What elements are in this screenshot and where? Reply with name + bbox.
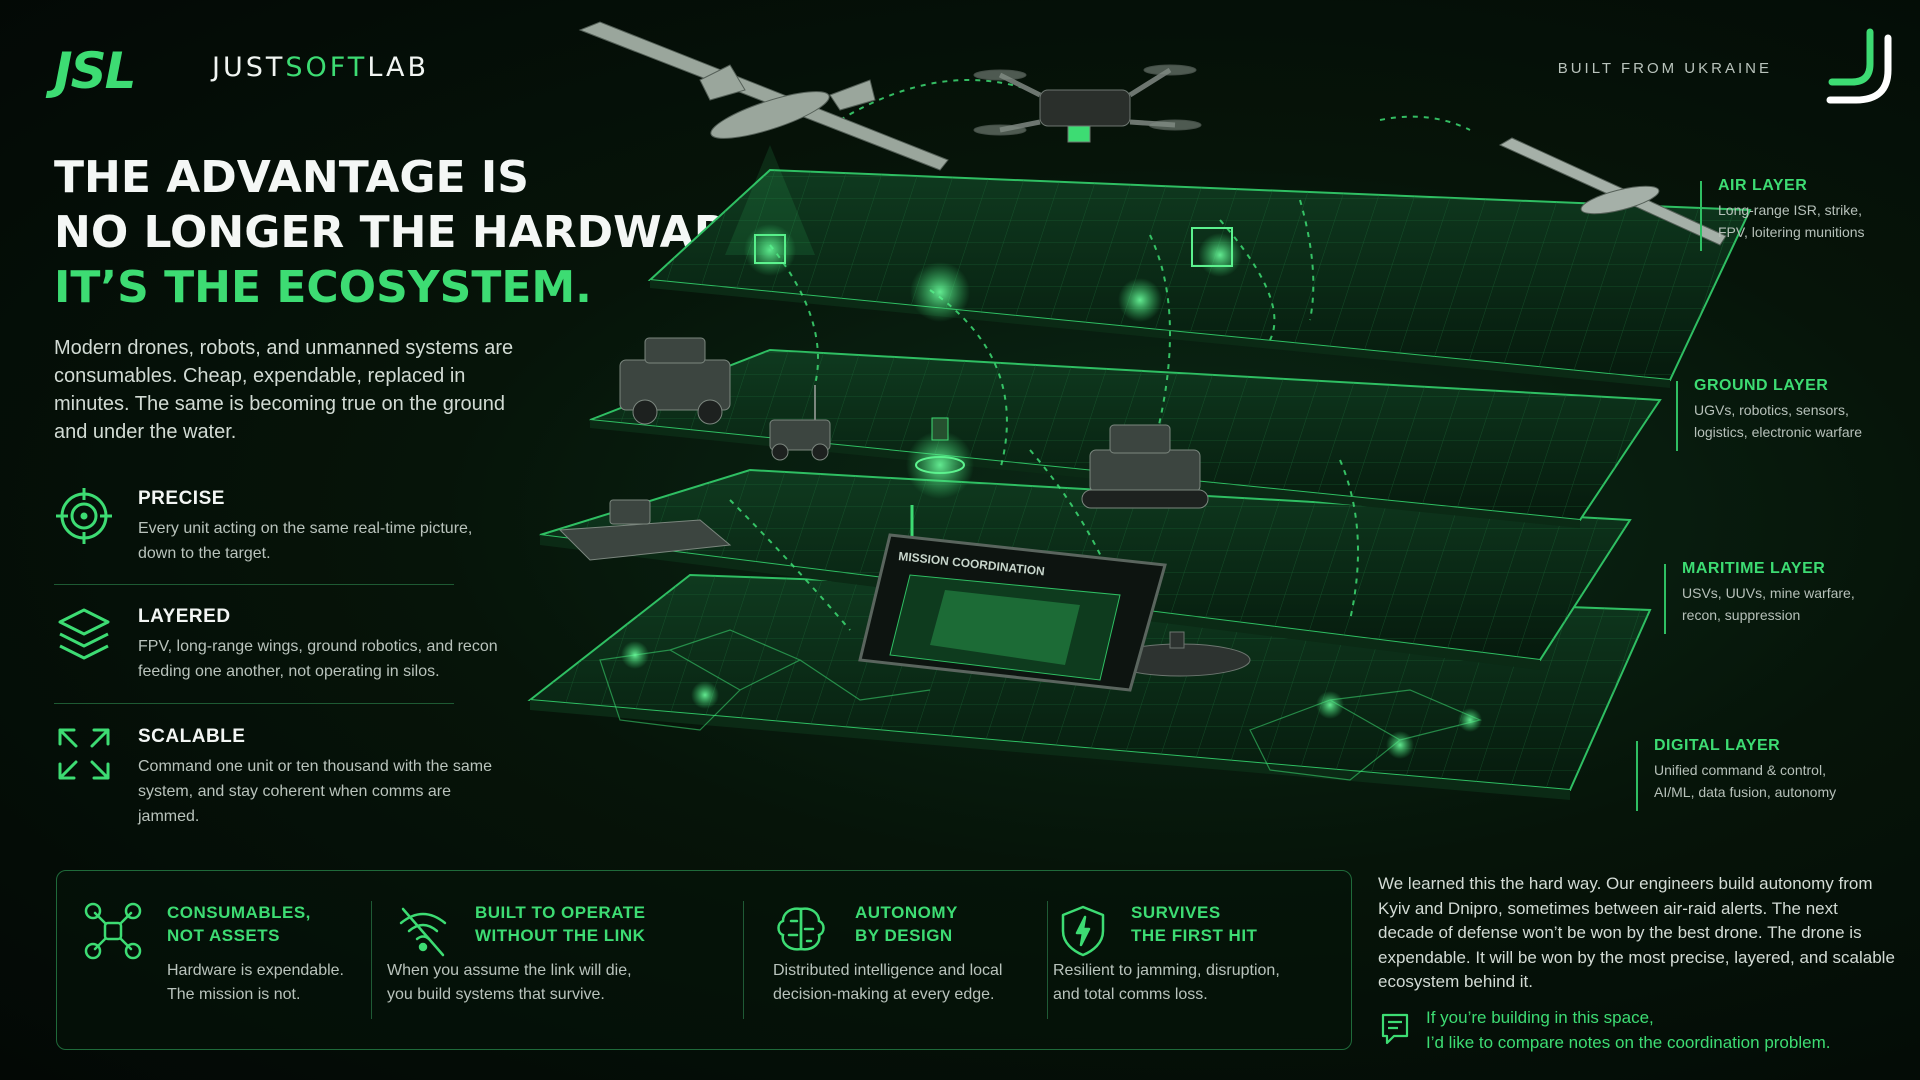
principle-title-line: NOT ASSETS bbox=[167, 926, 280, 945]
layer-label-digital: DIGITAL LAYER Unified command & control,… bbox=[1636, 737, 1854, 811]
ecosystem-illustration: MISSION COORDINATION bbox=[527, 21, 1752, 800]
built-from-ukraine-label: BUILT FROM UKRAINE bbox=[1557, 60, 1772, 77]
layer-description-line: UGVs, robotics, sensors, bbox=[1694, 402, 1849, 418]
armored-truck bbox=[619, 337, 731, 425]
layer-label-maritime: MARITIME LAYER USVs, UUVs, mine warfare,… bbox=[1664, 560, 1882, 634]
page-headline: THE ADVANTAGE IS NO LONGER THE HARDWARE.… bbox=[54, 150, 774, 315]
principle-title: AUTONOMY BY DESIGN bbox=[855, 901, 958, 947]
headline-line-3: IT’S THE ECOSYSTEM. bbox=[54, 262, 592, 313]
feature-title: SCALABLE bbox=[138, 726, 246, 747]
principle-title-line: AUTONOMY bbox=[855, 903, 958, 922]
principle-description-line: When you assume the link will die, bbox=[387, 962, 632, 979]
layer-description-line: USVs, UUVs, mine warfare, bbox=[1682, 585, 1855, 601]
principle-description-line: you build systems that survive. bbox=[387, 986, 605, 1003]
principle-description: Hardware is expendable. The mission is no… bbox=[167, 959, 344, 1007]
principle-card-survives: SURVIVES THE FIRST HIT Resilient to jammi… bbox=[1053, 871, 1349, 1049]
card-divider bbox=[1047, 901, 1048, 1019]
brand-wordmark: JUSTSOFTLAB bbox=[212, 52, 429, 83]
layer-description-line: Unified command & control, bbox=[1654, 762, 1826, 778]
feature-title: LAYERED bbox=[138, 606, 231, 627]
brand-logo-mark: JSL bbox=[54, 42, 136, 100]
tracked-robot-vehicle bbox=[1081, 424, 1209, 509]
feature-divider bbox=[54, 584, 454, 585]
principle-title-line: BUILT TO OPERATE bbox=[475, 903, 646, 922]
principle-description-line: The mission is not. bbox=[167, 986, 301, 1003]
quadcopter-drone bbox=[973, 64, 1202, 143]
principle-title: BUILT TO OPERATE WITHOUT THE LINK bbox=[475, 901, 645, 947]
feature-title: PRECISE bbox=[138, 488, 225, 509]
principle-title-line: BY DESIGN bbox=[855, 926, 953, 945]
ground-robot bbox=[769, 385, 831, 461]
feature-precise: PRECISE Every unit acting on the same re… bbox=[54, 486, 472, 566]
layer-description-line: Long-range ISR, strike, bbox=[1718, 202, 1862, 218]
principle-description-line: decision-making at every edge. bbox=[773, 986, 995, 1003]
mission-coordination-tablet: MISSION COORDINATION bbox=[858, 533, 1167, 692]
principle-card-autonomy: AUTONOMY BY DESIGN Distributed intelligen… bbox=[745, 871, 1045, 1049]
cta-line: If you’re building in this space, bbox=[1426, 1008, 1654, 1027]
chat-icon bbox=[1381, 1013, 1409, 1045]
principle-description-line: Distributed intelligence and local bbox=[773, 962, 1003, 979]
card-divider bbox=[371, 901, 372, 1019]
drone-scan-beam bbox=[725, 145, 815, 255]
layer-label-ground: GROUND LAYER UGVs, robotics, sensors, lo… bbox=[1676, 377, 1894, 451]
brand-word-soft: SOFT bbox=[285, 52, 368, 83]
principle-card-consumables: CONSUMABLES, NOT ASSETS Hardware is expen… bbox=[57, 871, 367, 1049]
cta-line: I’d like to compare notes on the coordin… bbox=[1426, 1032, 1831, 1052]
feature-layered: LAYERED FPV, long-range wings, ground ro… bbox=[54, 604, 498, 694]
fixed-wing-drone-large bbox=[578, 21, 949, 171]
principle-title: CONSUMABLES, NOT ASSETS bbox=[167, 901, 311, 947]
principle-title-line: THE FIRST HIT bbox=[1131, 926, 1258, 945]
layer-description-line: AI/ML, data fusion, autonomy bbox=[1654, 784, 1837, 800]
principle-title-line: WITHOUT THE LINK bbox=[475, 926, 646, 945]
brand-word-lab: LAB bbox=[367, 52, 429, 83]
crosshair-icon bbox=[56, 488, 112, 544]
feature-description: Every unit acting on the same real-time … bbox=[138, 520, 473, 562]
headline-line-2: NO LONGER THE HARDWARE. bbox=[54, 207, 775, 258]
layer-title: DIGITAL LAYER bbox=[1654, 737, 1781, 754]
air-layer-plate bbox=[647, 168, 1752, 388]
layers-icon bbox=[58, 608, 110, 660]
layer-description-line: logistics, electronic warfare bbox=[1694, 424, 1863, 440]
feature-scalable: SCALABLE Command one unit or ten thousan… bbox=[54, 724, 492, 834]
principle-title-line: CONSUMABLES, bbox=[167, 903, 311, 922]
principle-description: Resilient to jamming, disruption, and tot… bbox=[1053, 959, 1280, 1007]
no-signal-icon bbox=[399, 907, 447, 957]
layer-title: AIR LAYER bbox=[1718, 177, 1808, 194]
layer-label-air: AIR LAYER Long-range ISR, strike, FPV, l… bbox=[1700, 177, 1918, 251]
brand-word-just: JUST bbox=[212, 52, 286, 83]
layer-title: GROUND LAYER bbox=[1694, 377, 1829, 394]
headline-line-1: THE ADVANTAGE IS bbox=[54, 152, 529, 203]
drone-icon bbox=[84, 902, 142, 960]
principles-panel: CONSUMABLES, NOT ASSETS Hardware is expen… bbox=[56, 870, 1352, 1050]
principle-title-line: SURVIVES bbox=[1131, 903, 1221, 922]
feature-divider bbox=[54, 703, 454, 704]
shield-icon bbox=[1061, 905, 1105, 957]
layer-title: MARITIME LAYER bbox=[1682, 560, 1826, 577]
principle-description-line: and total comms loss. bbox=[1053, 986, 1208, 1003]
brain-icon bbox=[777, 907, 825, 951]
layer-description-line: recon, suppression bbox=[1682, 607, 1801, 623]
fixed-wing-drone-small bbox=[1498, 137, 1727, 246]
feature-description: FPV, long-range wings, ground robotics, … bbox=[138, 638, 498, 680]
unmanned-surface-vessel bbox=[558, 499, 732, 561]
intro-paragraph: Modern drones, robots, and unmanned syst… bbox=[54, 337, 514, 443]
principle-description: Distributed intelligence and local decisi… bbox=[773, 959, 1002, 1007]
corner-logo-icon bbox=[1826, 28, 1892, 104]
principle-card-without-link: BUILT TO OPERATE WITHOUT THE LINK When yo… bbox=[387, 871, 737, 1049]
principle-description-line: Hardware is expendable. bbox=[167, 962, 344, 979]
feature-description: Command one unit or ten thousand with th… bbox=[138, 758, 492, 825]
expand-arrows-icon bbox=[58, 728, 110, 780]
closing-paragraph: We learned this the hard way. Our engine… bbox=[1378, 874, 1895, 991]
contact-call-to-action[interactable]: If you’re building in this space, I’d li… bbox=[1426, 1006, 1830, 1055]
layer-description-line: FPV, loitering munitions bbox=[1718, 224, 1865, 240]
card-divider bbox=[743, 901, 744, 1019]
principle-description-line: Resilient to jamming, disruption, bbox=[1053, 962, 1280, 979]
principle-title: SURVIVES THE FIRST HIT bbox=[1131, 901, 1257, 947]
principle-description: When you assume the link will die, you bu… bbox=[387, 959, 632, 1007]
